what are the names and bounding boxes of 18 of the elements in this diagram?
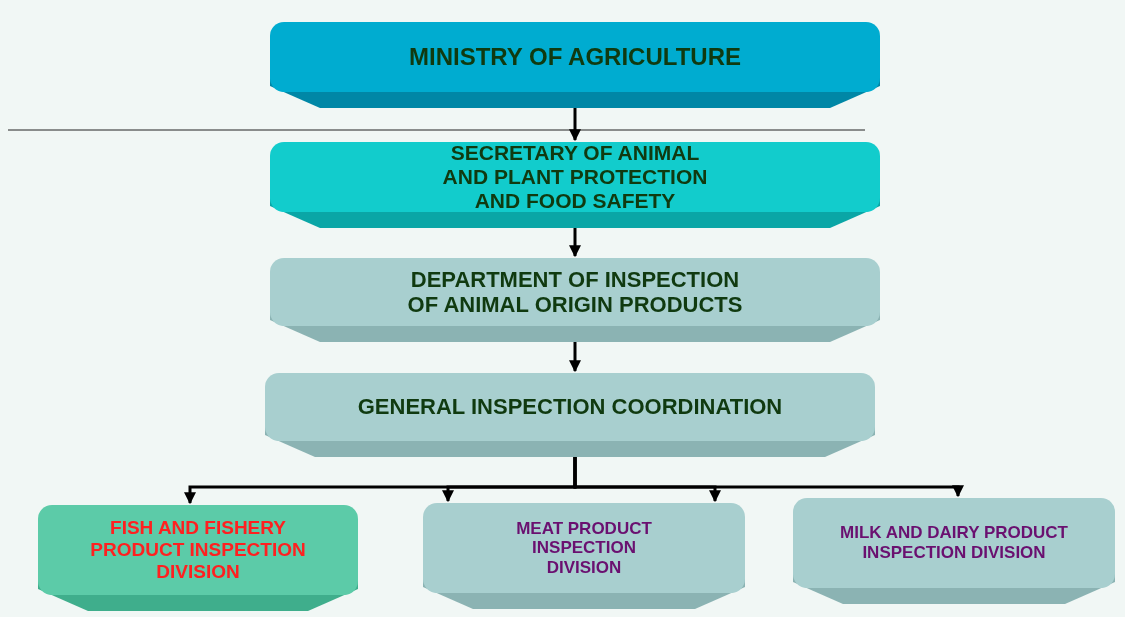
org-box [793, 498, 1115, 604]
arrow [569, 342, 581, 373]
box-label: FISH AND FISHERY PRODUCT INSPECTION DIVISION [89, 517, 307, 583]
org-box [270, 22, 880, 108]
box-label: MEAT PRODUCT INSPECTION DIVISION [515, 518, 653, 578]
arrow [573, 457, 964, 498]
box-label: SECRETARY OF ANIMAL AND PLANT PROTECTION AND FOOD SAFETY [441, 140, 709, 214]
box-label: MINISTRY OF AGRICULTURE [409, 43, 741, 71]
box-label: MILK AND DAIRY PRODUCT INSPECTION DIVISION [839, 523, 1069, 563]
org-box [423, 503, 745, 609]
org-box [265, 373, 875, 457]
arrow [569, 228, 581, 258]
org-box [270, 142, 880, 228]
arrow [569, 108, 581, 142]
org-box [38, 505, 358, 611]
box-label: GENERAL INSPECTION COORDINATION [357, 394, 783, 420]
org-box [270, 258, 880, 342]
box-label: DEPARTMENT OF INSPECTION OF ANIMAL ORIGIN PRODUCTS [406, 266, 744, 318]
